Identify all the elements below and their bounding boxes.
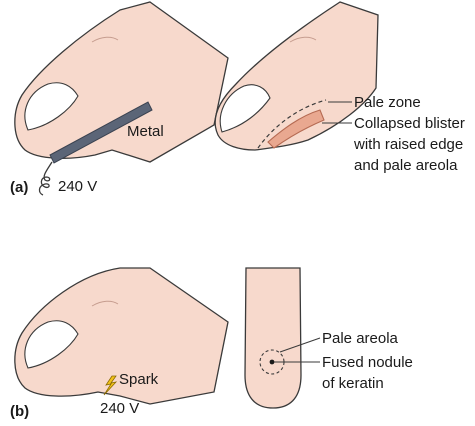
panel-b-letter: (b) — [10, 403, 29, 420]
voltage-label-a: 240 V — [58, 178, 97, 195]
blister-label-line1: Collapsed blister — [354, 115, 465, 132]
panel-b-left-finger: Spark 240 V (b) — [10, 268, 228, 420]
finger-a-left — [15, 2, 228, 162]
panel-b-right-finger: Pale areola Fused nodule of keratin — [245, 268, 413, 408]
panel-a-letter: (a) — [10, 179, 28, 196]
wire-coil — [39, 162, 52, 195]
voltage-label-b: 240 V — [100, 400, 139, 417]
pale-areola-label: Pale areola — [322, 330, 399, 347]
panel-a-right-finger: Pale zone Collapsed blister with raised … — [215, 2, 465, 174]
pale-zone-label: Pale zone — [354, 94, 421, 111]
spark-label: Spark — [119, 371, 159, 388]
blister-label-line2: with raised edge — [353, 136, 463, 153]
nodule-label-line1: Fused nodule — [322, 354, 413, 371]
blister-label-line3: and pale areola — [354, 157, 458, 174]
finger-b-right — [245, 268, 301, 408]
panel-a-left-finger: Metal 240 V (a) — [10, 2, 228, 196]
metal-label: Metal — [127, 123, 164, 140]
nodule-label-line2: of keratin — [322, 375, 384, 392]
keratin-nodule-dot — [270, 360, 275, 365]
